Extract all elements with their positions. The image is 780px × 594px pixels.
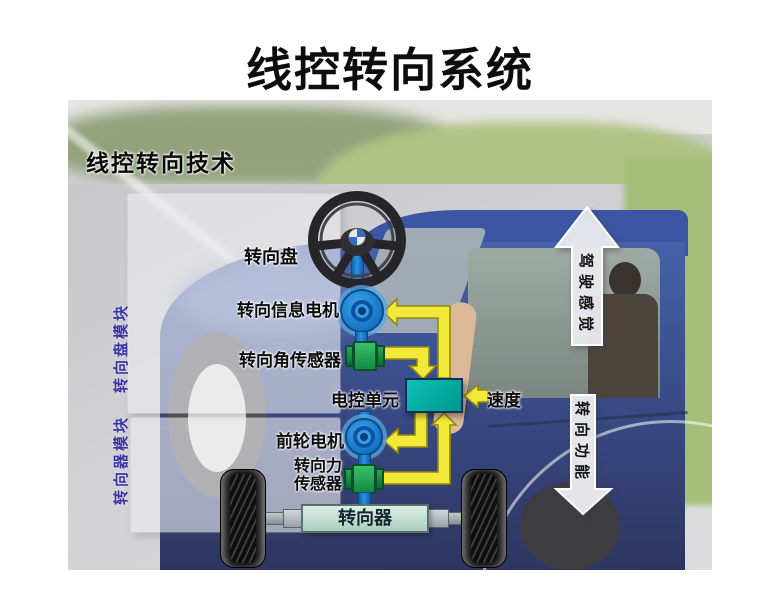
tire-left: [220, 469, 266, 568]
info-motor-hub: [358, 307, 366, 315]
steering-wheel-label: 转向盘: [244, 247, 298, 267]
front-motor-hub: [360, 433, 368, 441]
force-sensor-label: 转向力 传感器: [294, 458, 342, 494]
steering-wheel-module-label: 转向盘模块: [113, 302, 130, 393]
force-sensor-label-line2: 传感器: [294, 476, 343, 493]
tire-right: [461, 469, 507, 568]
force-sensor-graphic: [344, 464, 384, 494]
ecu-label: 电控单元: [331, 391, 399, 410]
force-sensor-label-line1: 转向力: [294, 458, 343, 475]
force-sensor-body: [352, 464, 376, 494]
front-motor-label: 前轮电机: [276, 432, 344, 451]
photo-caption: 线控转向技术: [86, 150, 236, 176]
axle-coupler-right: [427, 509, 449, 528]
up-arrow-label: 驾驶感觉: [577, 253, 594, 338]
page-title: 线控转向系统: [246, 45, 534, 96]
angle-sensor-graphic: [345, 341, 385, 371]
steering-rack: 转向器: [301, 504, 429, 533]
steering-wheel-module-panel: [128, 194, 340, 413]
down-arrow-label: 转向功能: [573, 401, 590, 486]
force-sensor-flange-right: [375, 468, 384, 490]
steering-column-upper: [351, 250, 364, 294]
angle-sensor-body: [353, 341, 377, 371]
info-motor-graphic: [340, 289, 384, 333]
angle-sensor-flange-right: [376, 345, 385, 367]
ecu-box: [405, 378, 463, 413]
info-motor-label: 转向信息电机: [237, 301, 339, 320]
front-motor-graphic: [345, 418, 383, 456]
steering-gear-module-label: 转向器模块: [113, 414, 130, 505]
angle-sensor-label: 转向角传感器: [239, 351, 341, 370]
speed-label: 速度: [487, 391, 521, 410]
